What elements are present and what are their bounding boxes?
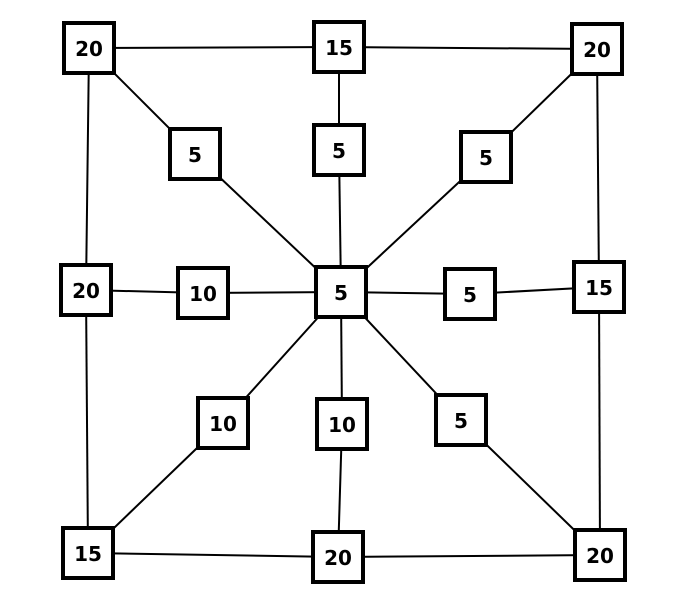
node-value-label: 5 [454, 409, 468, 433]
node-value-label: 5 [479, 146, 493, 170]
node-box [311, 530, 365, 584]
node-box [312, 20, 366, 74]
node-value-label: 10 [209, 412, 237, 436]
node-inner-bl: 10 [196, 396, 250, 450]
node-value-label: 15 [325, 36, 353, 60]
node-box [168, 127, 222, 181]
node-top-right: 20 [570, 22, 624, 76]
node-mid-right: 15 [572, 260, 626, 314]
node-box [572, 260, 626, 314]
edge-bottom-right-to-bottom-mid [337, 554, 601, 558]
node-bottom-mid: 20 [311, 530, 365, 584]
node-box [443, 267, 497, 321]
node-value-label: 15 [585, 276, 613, 300]
node-bottom-right: 20 [573, 528, 627, 582]
node-value-label: 20 [75, 37, 103, 61]
node-value-label: 20 [324, 546, 352, 570]
node-box [59, 263, 113, 317]
node-top-mid: 15 [312, 20, 366, 74]
node-box [314, 265, 368, 319]
node-inner-tl: 5 [168, 127, 222, 181]
node-box [61, 526, 115, 580]
node-box [434, 393, 488, 447]
node-top-left: 20 [62, 21, 116, 75]
node-inner-left: 10 [176, 266, 230, 320]
node-value-label: 5 [332, 139, 346, 163]
node-inner-right: 5 [443, 267, 497, 321]
node-box [570, 22, 624, 76]
node-box [315, 397, 369, 451]
node-inner-bottom: 10 [315, 397, 369, 451]
node-value-label: 5 [188, 143, 202, 167]
node-box [573, 528, 627, 582]
node-bottom-left: 15 [61, 526, 115, 580]
node-box [196, 396, 250, 450]
edge-bottom-left-to-mid-left [85, 289, 89, 554]
node-value-label: 20 [72, 279, 100, 303]
node-inner-top: 5 [312, 123, 366, 177]
node-inner-br: 5 [434, 393, 488, 447]
node-value-label: 10 [328, 413, 356, 437]
node-box [459, 130, 513, 184]
node-box [62, 21, 116, 75]
edge-bottom-mid-to-bottom-left [87, 552, 339, 558]
node-inner-tr: 5 [459, 130, 513, 184]
node-value-label: 5 [334, 281, 348, 305]
node-mid-left: 20 [59, 263, 113, 317]
node-value-label: 15 [74, 542, 102, 566]
edge-top-left-to-top-mid [88, 46, 340, 49]
edge-mid-right-to-bottom-right [598, 286, 601, 556]
edge-mid-left-to-top-left [85, 47, 90, 291]
node-value-label: 20 [586, 544, 614, 568]
node-box [312, 123, 366, 177]
node-box [176, 266, 230, 320]
node-value-label: 20 [583, 38, 611, 62]
node-center: 5 [314, 265, 368, 319]
nodes-layer: 20 15 20 5 5 5 20 10 5 5 15 10 10 5 15 20 20 [59, 20, 627, 584]
edge-top-right-to-mid-right [596, 48, 600, 288]
node-value-label: 10 [189, 282, 217, 306]
node-value-label: 5 [463, 283, 477, 307]
edge-top-mid-to-top-right [338, 46, 598, 50]
